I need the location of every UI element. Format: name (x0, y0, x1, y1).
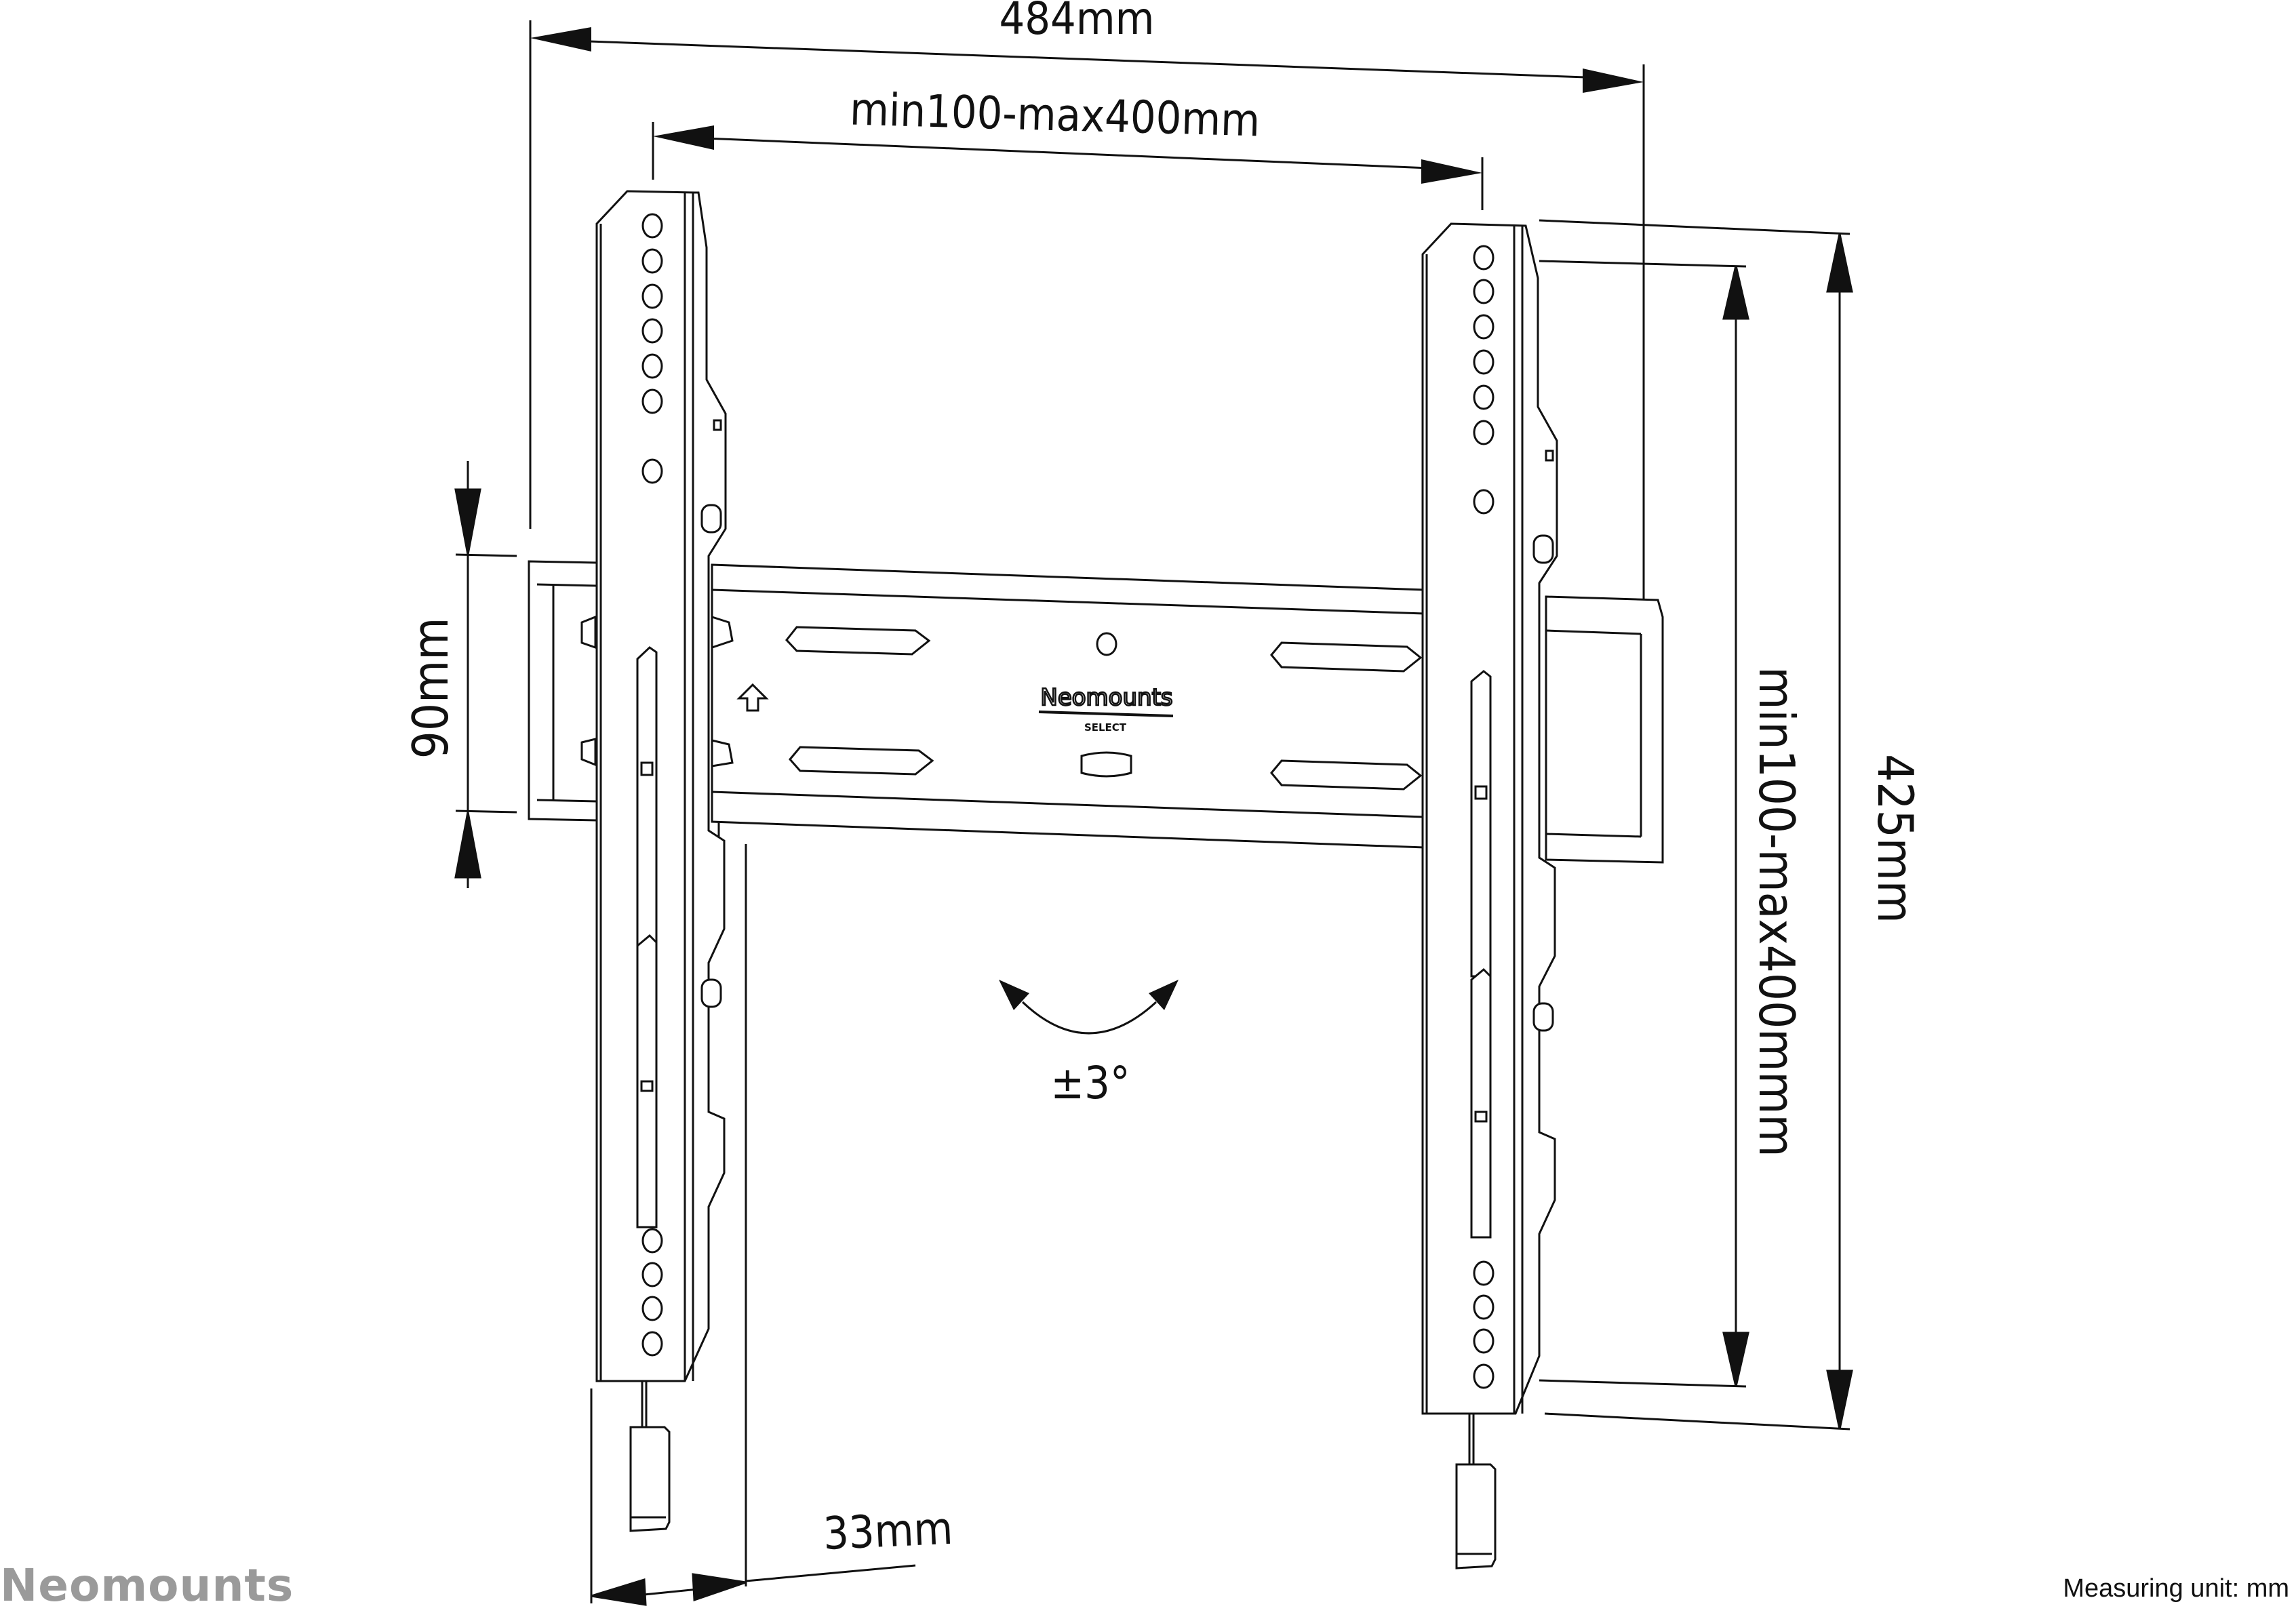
arrow-left-icon (530, 27, 591, 52)
product-line-text: SELECT (1084, 721, 1127, 734)
product-brand-text: Neomounts (1040, 684, 1172, 711)
rail-slots (580, 615, 1423, 791)
right-vertical-plate (1421, 222, 1558, 1415)
tilt-label: ±3° (1050, 1057, 1130, 1109)
brand-logo: Neomounts (0, 1559, 294, 1612)
vesa-horizontal-label: min100-max400mm (849, 83, 1261, 147)
overall-height-label: 425mm (1867, 754, 1924, 923)
left-vertical-plate (595, 190, 727, 1382)
dimension-vesa-horizontal (652, 122, 1484, 210)
overall-width-label: 484mm (999, 0, 1154, 45)
up-arrow-icon (736, 683, 769, 712)
right-safety-lock (1455, 1414, 1497, 1570)
dimension-wall-distance (590, 844, 916, 1606)
dimension-rail-height (454, 461, 517, 888)
dimension-vesa-vertical (1539, 260, 1749, 1388)
product-label: Neomounts SELECT (1038, 683, 1174, 734)
dimension-overall-height (1539, 219, 1853, 1431)
vesa-vertical-label: min100-max400mmm (1748, 666, 1805, 1157)
left-safety-lock (629, 1381, 671, 1532)
wall-distance-label: 33mm (822, 1502, 953, 1560)
measuring-unit-label: Measuring unit: mm (2063, 1574, 2289, 1603)
arrow-right-icon (1583, 68, 1644, 93)
tilt-arrow-icon (999, 980, 1179, 1035)
rail-height-label: 90mm (402, 618, 459, 759)
